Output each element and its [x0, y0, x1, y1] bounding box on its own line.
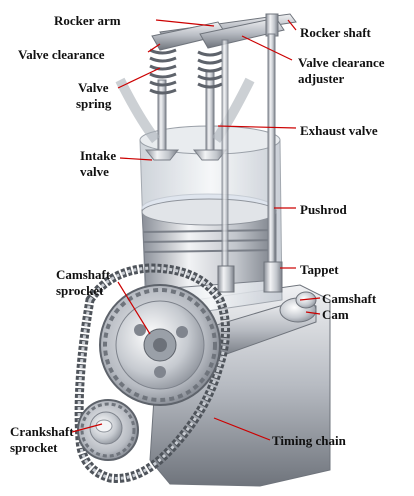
leader-lines [71, 19, 321, 441]
label-pushrod: Pushrod [300, 202, 347, 217]
label-rocker-arm: Rocker arm [54, 13, 121, 28]
label-tappet: Tappet [300, 262, 339, 277]
exhaust-valve-spring [197, 50, 223, 89]
leader-valve-clearance-adjuster [241, 35, 293, 61]
crankshaft-sprocket [77, 399, 139, 461]
leader-cam [305, 311, 321, 315]
label-rocker-shaft: Rocker shaft [300, 25, 371, 40]
pushrod [267, 33, 276, 271]
camshaft-sprocket [99, 284, 221, 406]
label-valve-clearance: Valve clearance [18, 47, 105, 62]
leader-timing-chain [213, 417, 271, 441]
tappet [263, 261, 283, 293]
label-crankshaft-sprocket-line1: Crankshaft [10, 424, 74, 439]
label-valve-clearance-adjuster-line1: Valve clearance [298, 55, 385, 70]
label-camshaft-sprocket-line2: sprocket [56, 283, 104, 298]
label-cam: Cam [322, 307, 349, 322]
label-camshaft: Camshaft [322, 291, 377, 306]
leader-rocker-arm [155, 19, 215, 27]
label-valve-spring-line2: spring [76, 96, 112, 111]
label-valve-spring-line1: Valve [78, 80, 109, 95]
intake-valve-stem [157, 79, 167, 151]
leader-exhaust-valve [217, 125, 297, 129]
label-intake-valve-line2: valve [80, 164, 109, 179]
label-camshaft-sprocket-line1: Camshaft [56, 267, 111, 282]
leader-valve-spring [117, 67, 161, 89]
leader-camshaft-sprocket [117, 281, 151, 335]
leader-crankshaft-sprocket [71, 423, 103, 433]
rocker-arm-exhaust [199, 17, 285, 49]
leader-valve-clearance [147, 43, 161, 53]
leader-intake-valve [119, 157, 153, 161]
intake-valve-spring [149, 48, 177, 95]
label-intake-valve-line1: Intake [80, 148, 117, 163]
leader-rocker-shaft [287, 19, 297, 31]
label-exhaust-valve: Exhaust valve [300, 123, 378, 138]
leader-camshaft [299, 297, 321, 301]
exhaust-valve-stem [205, 69, 215, 151]
label-valve-clearance-adjuster-line2: adjuster [298, 71, 345, 86]
label-crankshaft-sprocket-line2: sprocket [10, 440, 58, 455]
label-timing-chain: Timing chain [272, 433, 346, 448]
